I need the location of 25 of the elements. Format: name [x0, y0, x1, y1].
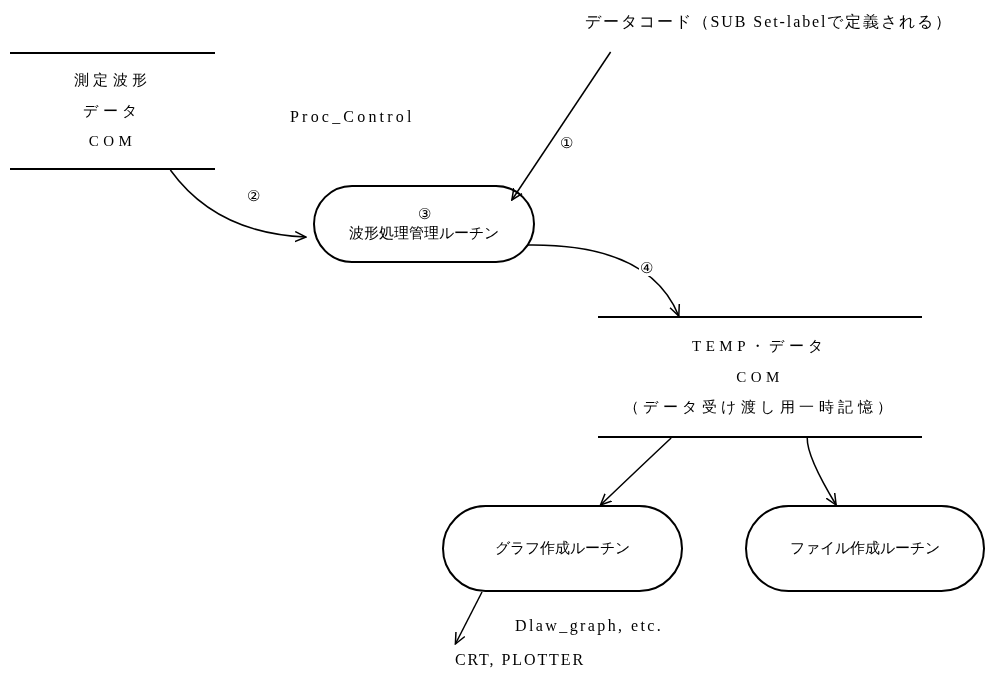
- store-label: データ: [83, 101, 142, 121]
- arrow: [169, 169, 307, 242]
- edge-label: ②: [246, 189, 261, 204]
- arrow: [527, 244, 680, 317]
- data-store: [10, 52, 215, 170]
- process-title: Proc_Control: [290, 107, 415, 127]
- process-label: ファイル作成ルーチン: [790, 539, 940, 558]
- arrow: [511, 51, 612, 201]
- arrow: [454, 591, 483, 645]
- text-label: CRT, PLOTTER: [420, 646, 620, 674]
- routine-name: Dlaw_graph, etc.: [515, 616, 664, 637]
- store-label: （データ受け渡し用一時記憶）: [623, 398, 897, 418]
- store-label: TEMP・データ: [692, 337, 828, 357]
- data-store: [598, 316, 922, 438]
- process-label: グラフ作成ルーチン: [495, 539, 630, 558]
- edge-label: ④: [639, 261, 654, 276]
- store-label: 測定波形: [73, 71, 152, 91]
- edge-label: ①: [559, 136, 574, 151]
- store-label: COM: [736, 367, 784, 387]
- store-label: COM: [88, 132, 137, 152]
- arrow: [599, 437, 672, 506]
- process-label: ③: [417, 205, 431, 224]
- arrow: [806, 437, 837, 506]
- text-label: データコード（SUB Set-labelで定義される）: [530, 8, 1008, 36]
- process-label: 波形処理管理ルーチン: [349, 224, 499, 243]
